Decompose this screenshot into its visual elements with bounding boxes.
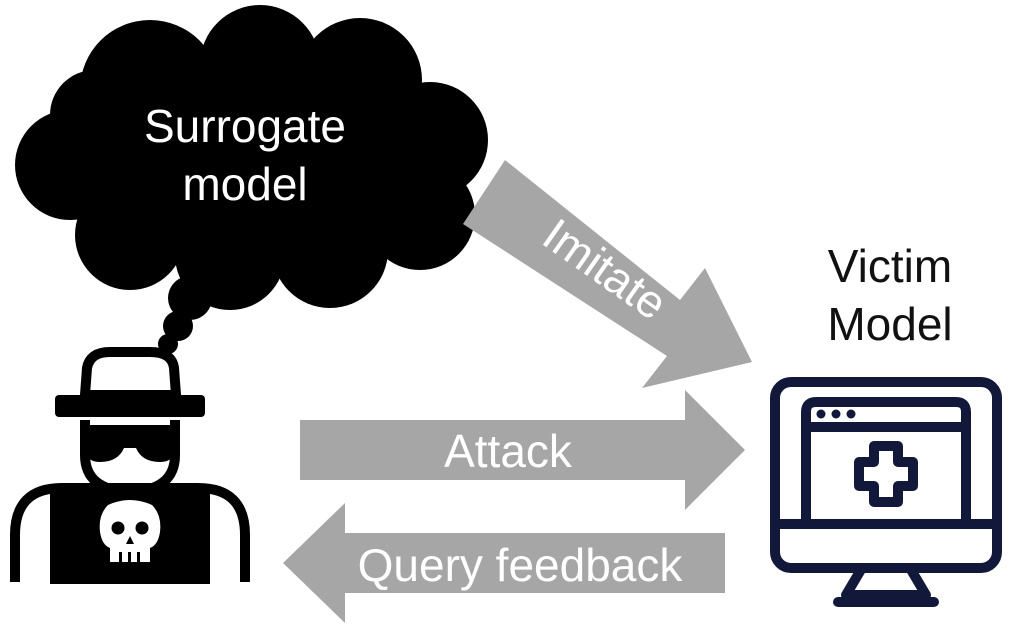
medical-cross-icon (854, 441, 918, 507)
attack-label: Attack (444, 425, 573, 477)
victim-label-line2: Model (827, 298, 952, 350)
imitate-arrow: Imitate (463, 160, 752, 388)
cloud-label-line1: Surrogate (144, 100, 346, 152)
monitor-icon (770, 377, 1002, 607)
browser-dots (816, 409, 856, 419)
cloud-label-line2: model (182, 158, 307, 210)
victim-model-title: Victim Model (827, 240, 952, 350)
hacker-icon (10, 347, 250, 584)
query-feedback-arrow: Query feedback (283, 503, 725, 623)
attack-arrow: Attack (300, 390, 745, 510)
query-feedback-label: Query feedback (358, 539, 684, 591)
surrogate-cloud: Surrogate model (15, 5, 488, 354)
victim-label-line1: Victim (828, 240, 952, 292)
skull-icon (99, 500, 161, 562)
